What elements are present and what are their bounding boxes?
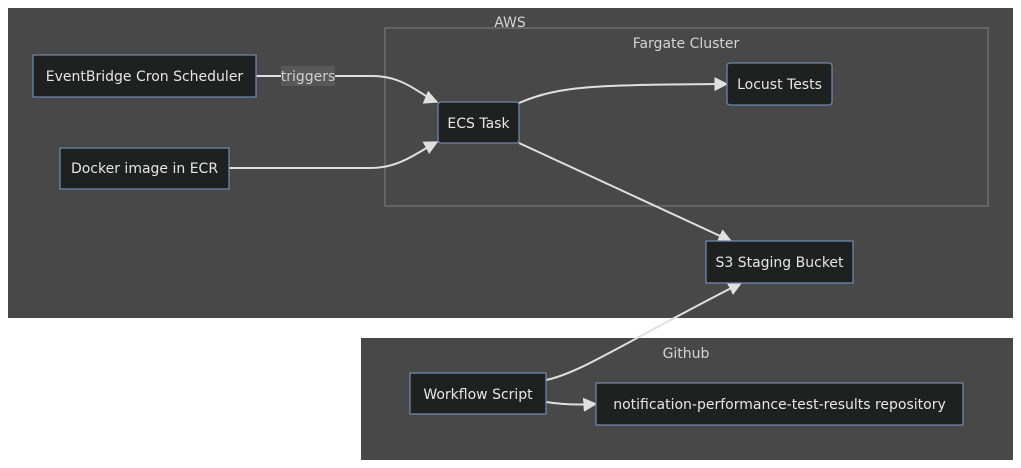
node-ecs-task[interactable]: ECS Task <box>437 101 520 144</box>
node-workflow-script[interactable]: Workflow Script <box>409 372 547 415</box>
node-docker-image-ecr[interactable]: Docker image in ECR <box>59 147 230 190</box>
edge-label-background <box>281 66 335 86</box>
node-eventbridge-cron-scheduler[interactable]: EventBridge Cron Scheduler <box>32 54 257 98</box>
github-cluster-label: Github <box>663 346 710 362</box>
edge-workflow-to-repo <box>545 397 598 412</box>
edge-label-triggers: triggers <box>281 69 336 85</box>
node-s3-staging-bucket[interactable]: S3 Staging Bucket <box>705 240 854 284</box>
fargate-cluster: Fargate Cluster <box>384 27 989 207</box>
node-locust-label: Locust Tests <box>737 77 822 93</box>
node-results-repository[interactable]: notification-performance-test-results re… <box>595 382 964 426</box>
edge-ecs-to-locust <box>518 77 729 104</box>
fargate-cluster-label: Fargate Cluster <box>633 36 740 52</box>
edge-ecs-to-s3 <box>518 142 733 243</box>
node-locust-tests[interactable]: Locust Tests <box>726 62 833 106</box>
node-workflow-label: Workflow Script <box>423 387 533 403</box>
edge-eventbridge-to-ecs <box>256 75 439 104</box>
node-ecs-task-label: ECS Task <box>447 116 510 132</box>
node-repo-label: notification-performance-test-results re… <box>613 397 946 413</box>
edge-workflow-to-s3 <box>545 282 743 381</box>
edge-docker-to-ecs <box>229 141 439 169</box>
node-s3-label: S3 Staging Bucket <box>715 255 844 271</box>
node-eventbridge-label: EventBridge Cron Scheduler <box>46 69 244 85</box>
node-docker-label: Docker image in ECR <box>71 161 218 177</box>
aws-cluster-label: AWS <box>494 15 526 31</box>
